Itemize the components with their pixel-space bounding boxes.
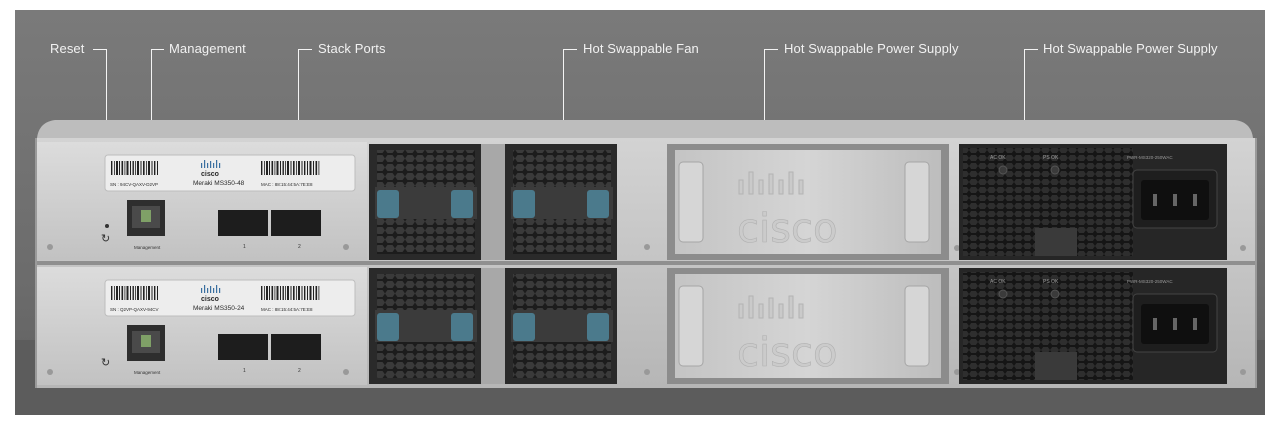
screw-psu-top <box>954 245 960 251</box>
mgmt-port-led-top <box>141 210 151 222</box>
mac-label-bottom: MAC : 88:15:44:5A:7E:E8 <box>261 307 313 312</box>
psu-blank-cover-top: cisco <box>667 144 949 260</box>
screw-top-right <box>1240 245 1246 251</box>
barcode-left-bottom <box>111 286 158 300</box>
cisco-emboss-top: cisco <box>737 206 837 252</box>
leader-fan-h <box>563 49 577 50</box>
fan-latch-right <box>451 190 473 218</box>
stack-port-label-1-bottom: 1 <box>243 368 246 374</box>
switch-photo: Reset Management Stack Ports Hot Swappab… <box>15 10 1265 415</box>
mgmt-port-label-bottom: Management <box>134 370 161 375</box>
fan-latch-left <box>377 190 399 218</box>
reset-button-icon-bottom: ↻ <box>101 356 110 369</box>
psu-ac-ok-top: AC OK <box>990 155 1006 161</box>
screw-top-mid <box>343 244 349 250</box>
leader-management-h <box>151 49 164 50</box>
barcode-right-bottom <box>261 286 320 300</box>
psu-ps-ok-bottom: PS OK <box>1043 279 1059 285</box>
screw-fan-bottom <box>644 369 650 375</box>
mgmt-port-label-top: Management <box>134 245 161 250</box>
stack-port-1-bottom <box>218 334 268 360</box>
leader-psu1-v <box>764 49 765 153</box>
psu-ps-ok-top: PS OK <box>1043 155 1059 161</box>
serial-label-top: SN : 94CV-QAXV-D2VP <box>110 182 158 187</box>
fan-latch-left <box>513 313 535 341</box>
model-label-bottom: Meraki MS350-24 <box>193 305 245 312</box>
callout-psu-1: Hot Swappable Power Supply <box>784 41 959 56</box>
cisco-emboss-bottom: cisco <box>737 330 837 376</box>
psu-ac-ok-bottom: AC OK <box>990 279 1006 285</box>
callout-stack-ports: Stack Ports <box>318 41 386 56</box>
serial-label-bottom: SN : Q2VP-QAXV-94CV <box>110 307 159 312</box>
leader-fan-v <box>563 49 564 154</box>
stack-port-label-2-bottom: 2 <box>298 368 301 374</box>
fan-tray-2-top <box>505 144 617 260</box>
fan-divider-bottom <box>481 268 505 384</box>
psu-model-top: PWR-MS320-250WAC <box>1127 155 1173 160</box>
fan-latch-right <box>587 190 609 218</box>
power-supply-bottom <box>959 268 1227 384</box>
callout-psu-2: Hot Swappable Power Supply <box>1043 41 1218 56</box>
screw-psu-bottom <box>954 369 960 375</box>
leader-psu2-v <box>1024 49 1025 148</box>
screw-top-left <box>47 244 53 250</box>
switch-unit-top: cisco Meraki MS350-48 SN : 94CV-QAXV-D2V… <box>37 142 1246 260</box>
stack-port-label-2-top: 2 <box>298 244 301 250</box>
cisco-brand-top: cisco <box>201 171 219 178</box>
cisco-logo-bars-bottom <box>201 285 221 293</box>
cisco-brand-bottom: cisco <box>201 296 219 303</box>
callout-reset: Reset <box>50 41 85 56</box>
fan-tray-1-top <box>369 144 481 260</box>
screw-fan-top <box>644 244 650 250</box>
psu-blank-cover-bottom: cisco <box>667 268 949 384</box>
reset-led-top <box>105 224 109 228</box>
cisco-logo-bars-top <box>201 160 221 168</box>
psu-model-bottom: PWR-MS320-250WAC <box>1127 279 1173 284</box>
callout-fan: Hot Swappable Fan <box>583 41 699 56</box>
fan-divider-top <box>481 144 505 260</box>
screw-bottom-right <box>1240 369 1246 375</box>
fan-latch-right <box>587 313 609 341</box>
leader-reset-h <box>93 49 107 50</box>
power-supply-top <box>959 144 1227 260</box>
mgmt-port-led-bottom <box>141 335 151 347</box>
stack-port-2-top <box>271 210 321 236</box>
chassis-right-edge <box>1255 138 1257 388</box>
fan-latch-right <box>451 313 473 341</box>
fan-latch-left <box>513 190 535 218</box>
label-sticker-bottom <box>104 279 356 317</box>
mac-label-top: MAC : 88:15:44:5A:7E:E8 <box>261 182 313 187</box>
chassis-left-edge <box>35 138 37 388</box>
screw-bottom-mid <box>343 369 349 375</box>
screw-bottom-left <box>47 369 53 375</box>
reset-button-icon-top: ↻ <box>101 232 110 245</box>
barcode-left-top <box>111 161 158 175</box>
callout-management: Management <box>169 41 246 56</box>
stack-port-label-1-top: 1 <box>243 244 246 250</box>
stack-port-2-bottom <box>271 334 321 360</box>
unit-separator <box>35 261 1257 265</box>
model-label-top: Meraki MS350-48 <box>193 180 245 187</box>
chassis-top <box>37 120 1253 138</box>
barcode-right-top <box>261 161 320 175</box>
switch-stack-illustration: cisco Meraki MS350-48 SN : 94CV-QAXV-D2V… <box>15 120 1265 415</box>
label-sticker-top <box>104 154 356 192</box>
leader-stack-h <box>298 49 312 50</box>
fan-tray-1-bottom <box>369 268 481 384</box>
stack-port-1-top <box>218 210 268 236</box>
fan-tray-2-bottom <box>505 268 617 384</box>
switch-unit-bottom: cisco Meraki MS350-24 SN : Q2VP-QAXV-94C… <box>37 267 1246 385</box>
fan-latch-left <box>377 313 399 341</box>
leader-psu1-h <box>764 49 778 50</box>
leader-psu2-h <box>1024 49 1038 50</box>
